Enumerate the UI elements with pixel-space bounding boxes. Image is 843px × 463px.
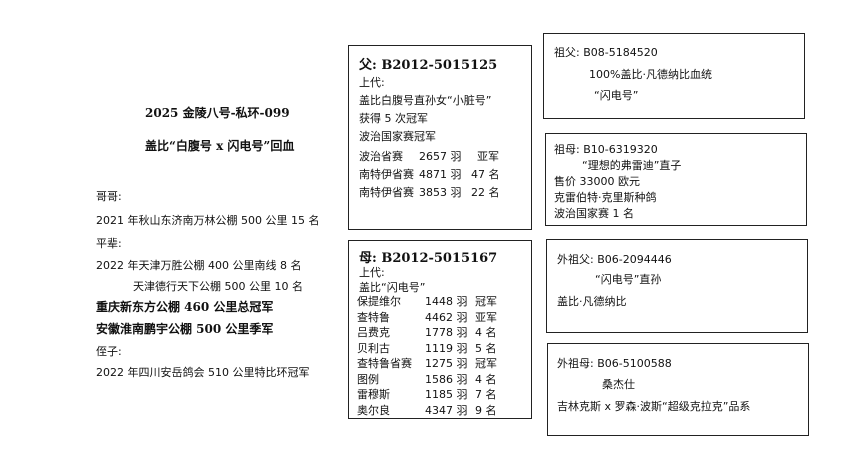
- record-rank: 亚军: [475, 310, 497, 324]
- sibling-line: 天津德行天下公棚 500 公里 10 名: [133, 280, 303, 293]
- grandfather-box: 祖父: B08-5184520 100%盖比·凡德纳比血统 “闪电号”: [543, 33, 805, 119]
- sibling-line: 安徽淮南鹏宇公棚 500 公里季军: [96, 322, 274, 336]
- record-race: 南特伊省赛: [359, 186, 414, 199]
- father-record-row: 南特伊省赛 3853 羽 22 名: [359, 184, 529, 200]
- record-race: 查特鲁省赛: [357, 357, 412, 370]
- record-rank: 冠军: [475, 295, 497, 308]
- record-entries: 4462 羽: [425, 310, 468, 324]
- grandfather-title: 祖父: B08-5184520: [554, 46, 658, 59]
- sibling-line: 2022 年四川安岳鸽会 510 公里特比环冠军: [96, 366, 310, 379]
- record-entries: 1275 羽: [425, 357, 468, 370]
- sibling-line: 平辈:: [96, 237, 122, 250]
- grandfather-line1: 100%盖比·凡德纳比血统: [589, 68, 712, 81]
- record-race: 吕费克: [357, 326, 390, 339]
- mother-record-row: 雷穆斯 1185 羽 7 名: [357, 386, 527, 401]
- maternal-grandfather-title: 外祖父: B06-2094446: [557, 253, 672, 266]
- grandmother-line2: 售价 33000 欧元: [554, 175, 640, 188]
- record-entries: 1119 羽: [425, 341, 468, 355]
- maternal-grandfather-line2: 盖比·凡德纳比: [557, 295, 627, 308]
- record-race: 雷穆斯: [357, 388, 390, 401]
- record-rank: 亚军: [477, 150, 499, 163]
- grandmother-line3: 克雷伯特·克里斯种鸽: [554, 191, 657, 204]
- pigeon-title: 2025 金陵八号-私环-099: [145, 106, 290, 120]
- pigeon-subtitle: 盖比“白腹号 x 闪电号”回血: [145, 139, 295, 153]
- record-race: 南特伊省赛: [359, 168, 414, 181]
- maternal-grandfather-box: 外祖父: B06-2094446 “闪电号”直孙 盖比·凡德纳比: [546, 239, 808, 333]
- record-rank: 47 名: [471, 168, 500, 181]
- sibling-line: 2021 年秋山东济南万林公棚 500 公里 15 名: [96, 214, 320, 227]
- record-rank: 5 名: [475, 341, 497, 355]
- record-rank: 冠军: [475, 357, 497, 370]
- grandmother-line4: 波治国家赛 1 名: [554, 207, 634, 220]
- father-lineage-line: 上代:: [359, 76, 385, 89]
- maternal-grandmother-box: 外祖母: B06-5100588 桑杰仕 吉林克斯 x 罗森·波斯“超级克拉克”…: [547, 343, 809, 436]
- sibling-line: 哥哥:: [96, 190, 122, 203]
- mother-record-row: 查特鲁省赛 1275 羽冠军: [357, 355, 527, 370]
- record-rank: 4 名: [475, 372, 497, 386]
- mother-record-row: 吕费克 1778 羽 4 名: [357, 324, 527, 339]
- maternal-grandfather-line1: “闪电号”直孙: [595, 273, 662, 286]
- maternal-grandmother-title: 外祖母: B06-5100588: [557, 357, 672, 370]
- record-race: 贝利古: [357, 341, 390, 355]
- father-record-row: 南特伊省赛 4871 羽 47 名: [359, 166, 529, 182]
- sibling-line: 2022 年天津万胜公棚 400 公里南线 8 名: [96, 259, 302, 272]
- mother-lineage-line: 上代:: [359, 266, 385, 279]
- sibling-line: 重庆新东方公棚 460 公里总冠军: [96, 300, 274, 314]
- record-entries: 1448 羽: [425, 295, 468, 308]
- mother-title: 母: B2012-5015167: [359, 251, 498, 266]
- record-rank: 4 名: [475, 326, 497, 339]
- record-rank: 9 名: [475, 403, 497, 417]
- mother-record-row: 图例 1586 羽 4 名: [357, 371, 527, 386]
- father-box: 父: B2012-5015125 上代: 盖比白腹号直孙女“小脏号” 获得 5 次冠…: [348, 45, 532, 230]
- grandfather-line2: “闪电号”: [594, 89, 639, 102]
- father-lineage-line: 波治国家赛冠军: [359, 130, 436, 143]
- record-entries: 4347 羽: [425, 403, 468, 417]
- record-entries: 1185 羽: [425, 388, 468, 401]
- mother-record-row: 贝利古 1119 羽 5 名: [357, 340, 527, 355]
- record-entries: 4871 羽: [419, 168, 462, 181]
- grandmother-line1: “理想的弗雷迪”直子: [582, 159, 682, 172]
- father-record-row: 波治省赛 2657 羽 亚军: [359, 148, 529, 164]
- maternal-grandmother-line2: 吉林克斯 x 罗森·波斯“超级克拉克”品系: [557, 400, 751, 413]
- record-race: 奥尔良: [357, 403, 390, 417]
- father-lineage-line: 获得 5 次冠军: [359, 112, 428, 125]
- grandmother-box: 祖母: B10-6319320 “理想的弗雷迪”直子 售价 33000 欧元 克…: [545, 133, 807, 226]
- record-entries: 1778 羽: [425, 326, 468, 339]
- record-entries: 2657 羽: [419, 150, 462, 163]
- mother-record-row: 奥尔良 4347 羽 9 名: [357, 402, 527, 417]
- record-rank: 7 名: [475, 388, 497, 401]
- record-race: 保提维尔: [357, 295, 401, 308]
- record-race: 图例: [357, 372, 379, 386]
- record-entries: 1586 羽: [425, 372, 468, 386]
- mother-lineage-line: 盖比“闪电号”: [359, 281, 426, 294]
- father-lineage-line: 盖比白腹号直孙女“小脏号”: [359, 94, 492, 107]
- maternal-grandmother-line1: 桑杰仕: [602, 378, 635, 391]
- father-title: 父: B2012-5015125: [359, 58, 498, 73]
- mother-record-row: 查特鲁 4462 羽亚军: [357, 309, 527, 324]
- record-race: 查特鲁: [357, 310, 390, 324]
- record-rank: 22 名: [471, 186, 500, 199]
- record-race: 波治省赛: [359, 150, 403, 163]
- grandmother-title: 祖母: B10-6319320: [554, 143, 658, 156]
- sibling-line: 侄子:: [96, 345, 122, 358]
- mother-record-row: 保提维尔 1448 羽冠军: [357, 293, 527, 308]
- record-entries: 3853 羽: [419, 186, 462, 199]
